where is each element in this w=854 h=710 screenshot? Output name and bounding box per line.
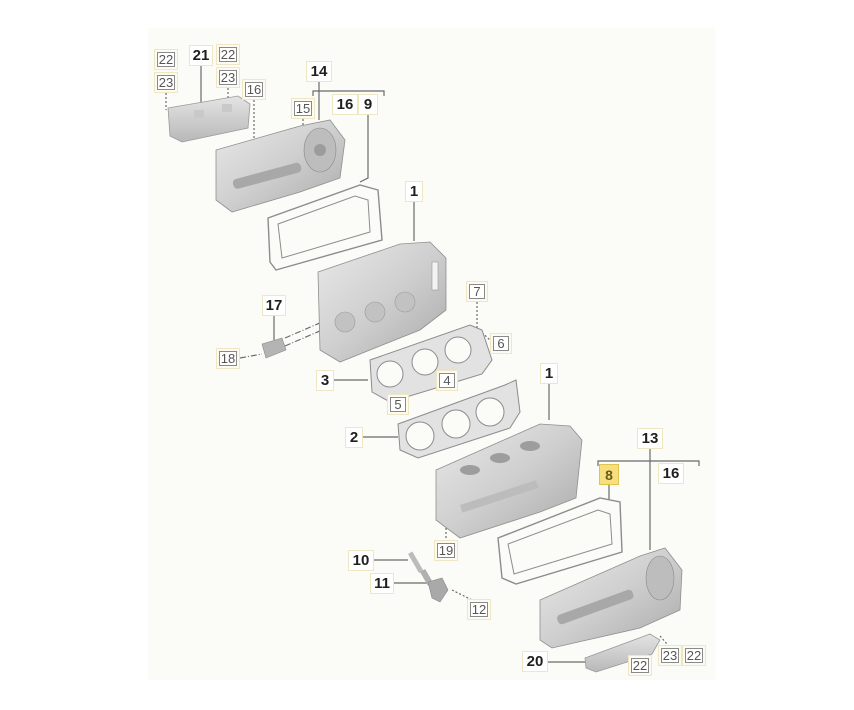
part-callout-23[interactable]: 23	[216, 67, 240, 88]
part-callout-23[interactable]: 23	[154, 72, 178, 93]
part-callout-9[interactable]: 9	[358, 94, 378, 115]
callout-number: 23	[219, 70, 237, 85]
part-callout-7[interactable]: 7	[466, 281, 488, 302]
cylinder-head-bottom	[435, 423, 583, 539]
head-gasket-upper	[369, 324, 493, 403]
part-callout-15[interactable]: 15	[291, 98, 315, 119]
valve-cover-gasket-top	[267, 184, 383, 271]
part-callout-21[interactable]: 21	[189, 45, 213, 66]
callout-number: 6	[493, 336, 509, 351]
part-callout-18[interactable]: 18	[216, 348, 240, 369]
part-callout-6[interactable]: 6	[490, 333, 512, 354]
valve-cover-gasket-bottom	[497, 497, 623, 585]
callout-number: 7	[469, 284, 485, 299]
callout-number: 22	[219, 47, 237, 62]
callout-number: 23	[157, 75, 175, 90]
part-callout-8[interactable]: 8	[599, 464, 619, 485]
callout-number: 5	[390, 397, 406, 412]
part-callout-23[interactable]: 23	[658, 645, 682, 666]
dipstick-sensor	[408, 551, 449, 603]
part-callout-17[interactable]: 17	[262, 295, 286, 316]
chain-guide	[261, 337, 287, 359]
part-callout-13[interactable]: 13	[637, 428, 663, 449]
camshaft-housing-top	[215, 119, 346, 213]
callout-number: 22	[631, 658, 649, 673]
part-callout-19[interactable]: 19	[434, 540, 458, 561]
callout-number: 23	[661, 648, 679, 663]
camshaft-housing-bottom	[539, 547, 683, 649]
part-callout-5[interactable]: 5	[387, 394, 409, 415]
callout-number: 18	[219, 351, 237, 366]
part-callout-11[interactable]: 11	[370, 573, 394, 594]
cylinder-head-top	[317, 241, 447, 363]
valve-cover-bottom	[584, 633, 661, 673]
callout-number: 4	[439, 373, 455, 388]
callout-number: 22	[157, 52, 175, 67]
part-callout-10[interactable]: 10	[348, 550, 374, 571]
part-callout-16[interactable]: 16	[242, 79, 266, 100]
part-callout-22[interactable]: 22	[682, 645, 706, 666]
part-callout-16[interactable]: 16	[332, 94, 358, 115]
part-callout-16[interactable]: 16	[658, 463, 684, 484]
part-callout-2[interactable]: 2	[345, 427, 363, 448]
valve-cover-top	[167, 95, 251, 143]
callout-number: 22	[685, 648, 703, 663]
callout-number: 15	[294, 101, 312, 116]
part-callout-22[interactable]: 22	[154, 49, 178, 70]
callout-number: 12	[470, 602, 488, 617]
part-callout-1[interactable]: 1	[405, 181, 423, 202]
callout-number: 16	[245, 82, 263, 97]
part-callout-3[interactable]: 3	[316, 370, 334, 391]
part-callout-20[interactable]: 20	[522, 651, 548, 672]
head-gasket-lower	[397, 379, 521, 459]
callout-number: 19	[437, 543, 455, 558]
part-callout-22[interactable]: 22	[628, 655, 652, 676]
part-callout-1[interactable]: 1	[540, 363, 558, 384]
part-callout-4[interactable]: 4	[436, 370, 458, 391]
part-callout-12[interactable]: 12	[467, 599, 491, 620]
part-callout-22[interactable]: 22	[216, 44, 240, 65]
part-callout-14[interactable]: 14	[306, 61, 332, 82]
